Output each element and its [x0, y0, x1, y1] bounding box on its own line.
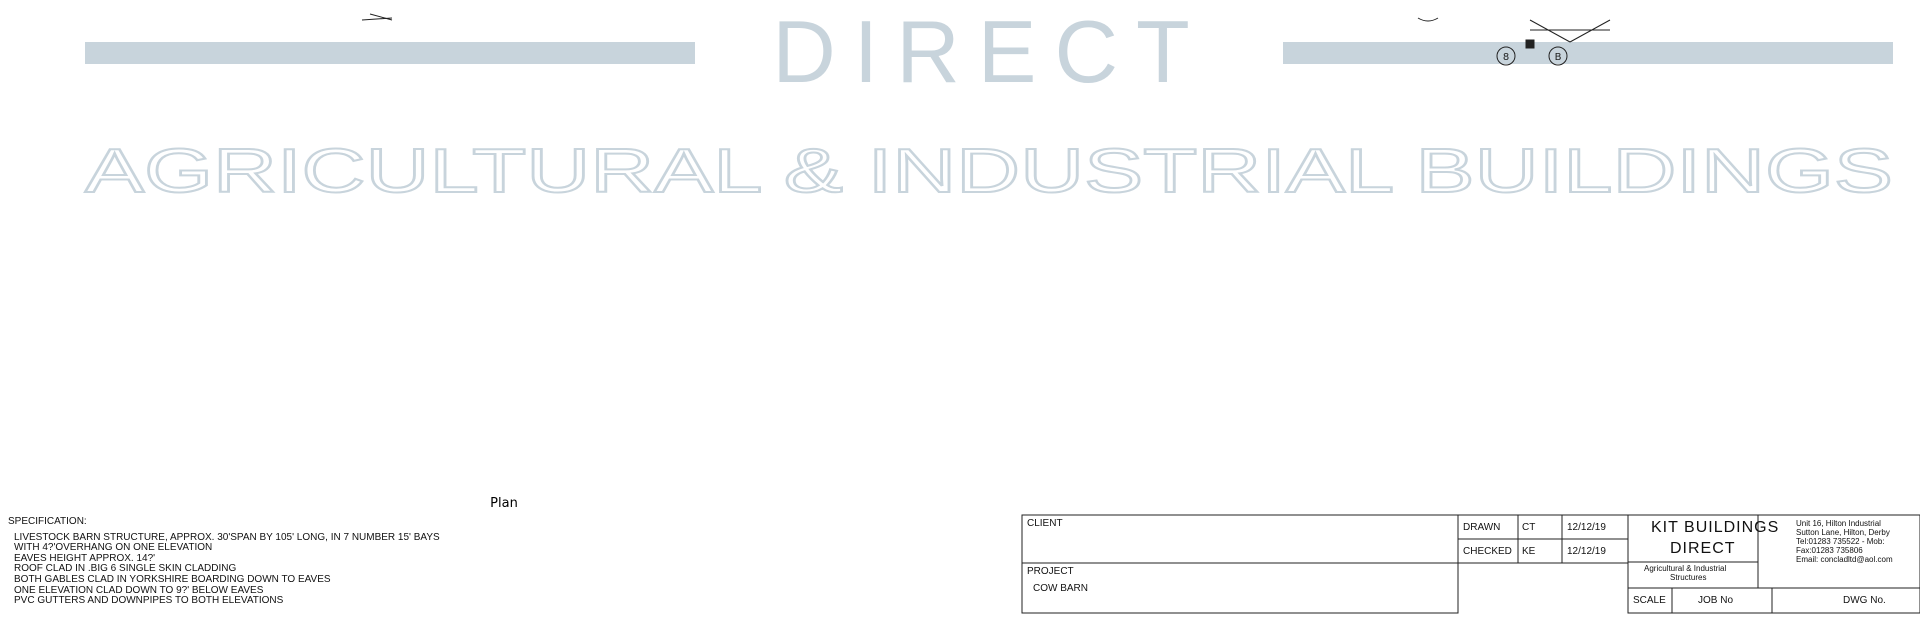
spec-line: EAVES HEIGHT APPROX. 14?' — [14, 552, 156, 564]
project-name: COW BARN — [1033, 583, 1088, 594]
address-line-4: Fax:01283 735806 — [1796, 546, 1863, 555]
plan-title: Plan — [490, 496, 518, 511]
spec-line: PVC GUTTERS AND DOWNPIPES TO BOTH ELEVAT… — [14, 595, 284, 607]
specification: SPECIFICATION: LIVESTOCK BARN STRUCTURE,… — [8, 516, 568, 607]
title-block — [1021, 514, 1920, 614]
specification-heading: SPECIFICATION: — [8, 516, 87, 527]
brand-sub-2: Structures — [1670, 573, 1707, 582]
address-line-3: Tel:01283 735522 - Mob: — [1796, 537, 1885, 546]
spec-line: LIVESTOCK BARN STRUCTURE, APPROX. 30'SPA… — [14, 531, 440, 543]
drawing-number-label: DWG No. — [1843, 595, 1886, 606]
key-plan-marker-8 — [1496, 46, 1516, 66]
spec-line: BOTH GABLES CLAD IN YORKSHIRE BOARDING D… — [14, 573, 331, 585]
checked-label: CHECKED — [1463, 546, 1512, 557]
spec-line: ROOF CLAD IN .BIG 6 SINGLE SKIN CLADDING — [14, 563, 237, 575]
spec-line: WITH 4?'OVERHANG ON ONE ELEVATION — [14, 542, 213, 554]
watermark: DIRECT AGRICULTURAL & INDUSTRIAL BUILDIN… — [84, 2, 1894, 207]
spec-line: ONE ELEVATION CLAD DOWN TO 9?' BELOW EAV… — [14, 584, 264, 596]
address-line-5: Email: concladltd@aol.com — [1796, 555, 1893, 564]
address-line-2: Sutton Lane, Hilton, Derby — [1796, 528, 1890, 537]
client-box — [1021, 514, 1459, 564]
job-number-label: JOB No — [1698, 595, 1734, 606]
project-label: PROJECT — [1027, 566, 1074, 577]
brand-line-2: DIRECT — [1670, 540, 1736, 557]
drawn-label: DRAWN — [1463, 522, 1501, 533]
brand-sub-1: Agricultural & Industrial — [1644, 564, 1727, 573]
watermark-direct: DIRECT — [772, 2, 1208, 101]
checked-date: 12/12/19 — [1567, 546, 1606, 557]
scale-row — [1627, 587, 1920, 614]
scale-label: SCALE — [1633, 595, 1666, 606]
drawn-date: 12/12/19 — [1567, 522, 1606, 533]
plan-view: Plan — [490, 496, 518, 511]
watermark-bar-left — [85, 42, 695, 64]
checked-by: KE — [1522, 546, 1536, 557]
drawn-by: CT — [1522, 522, 1536, 533]
client-label: CLIENT — [1027, 518, 1063, 529]
watermark-bar-right — [1283, 42, 1893, 64]
key-plan — [361, 13, 1611, 66]
address-line-1: Unit 16, Hilton Industrial — [1796, 519, 1881, 528]
brand-line-1: KIT BUILDINGS — [1651, 519, 1780, 536]
watermark-subtitle: AGRICULTURAL & INDUSTRIAL BUILDINGS — [85, 137, 1893, 206]
key-plan-label-b: B — [1555, 52, 1562, 63]
key-plan-marker-b — [1548, 46, 1568, 66]
key-plan-label-8: 8 — [1503, 52, 1509, 63]
